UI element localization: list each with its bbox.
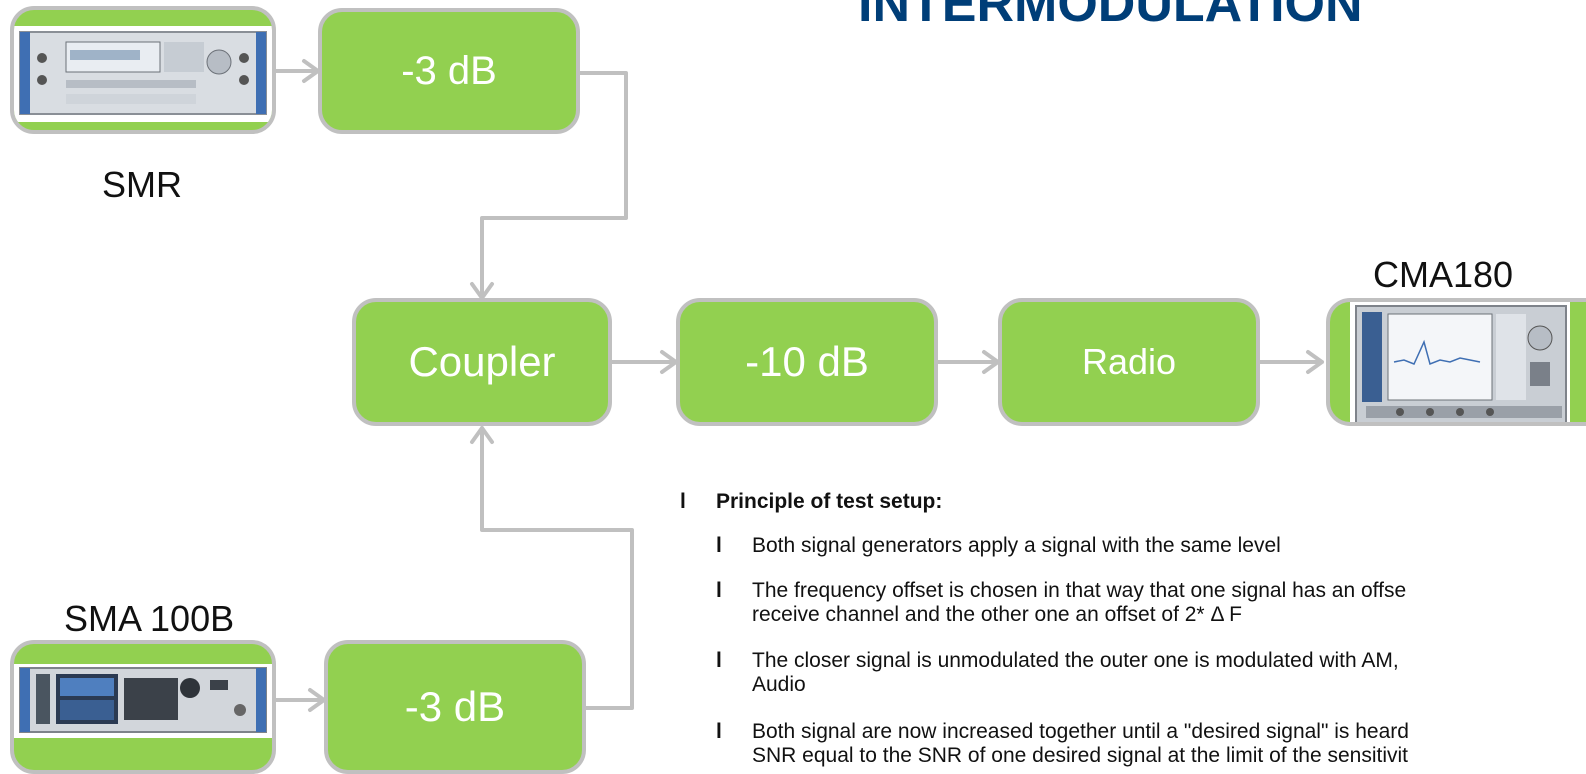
- coupler-label: Coupler: [408, 338, 556, 385]
- coupler-block: Coupler: [352, 298, 612, 426]
- bullet-item-text-continued: SNR equal to the SNR of one desired sign…: [752, 744, 1409, 767]
- bullet-item-text: Both signal are now increased together u…: [752, 720, 1409, 743]
- sma-instrument: [10, 640, 276, 774]
- arrow-smr-to-att-top: [274, 59, 320, 83]
- page-title: INTERMODULATION: [858, 0, 1363, 33]
- smr-label: SMR: [102, 164, 182, 205]
- radio-block: Radio: [998, 298, 1260, 426]
- sma-label: SMA 100B: [64, 598, 235, 639]
- bullet-item-text: The closer signal is unmodulated the out…: [752, 649, 1399, 672]
- bullet-heading-text: Principle of test setup:: [716, 490, 943, 513]
- attenuator-3db-top: -3 dB: [318, 8, 580, 134]
- attenuator-10db: -10 dB: [676, 298, 938, 426]
- bullet-item-text: The frequency offset is chosen in that w…: [752, 579, 1407, 602]
- bullet-marker-icon: l: [680, 490, 686, 513]
- bullet-marker-icon: l: [716, 649, 722, 672]
- bullet-marker-icon: l: [716, 534, 722, 557]
- cma180-instrument: [1326, 298, 1586, 426]
- cma-label: CMA180: [1373, 254, 1514, 295]
- arrow-att-bottom-to-coupler: [470, 426, 634, 710]
- arrow-coupler-to-att10: [608, 350, 678, 374]
- attenuator-3db-bottom: -3 dB: [324, 640, 586, 774]
- bullet-item-text-continued: receive channel and the other one an off…: [752, 603, 1242, 626]
- radio-tester-icon: [1350, 302, 1570, 422]
- bullet-item-text: Both signal generators apply a signal wi…: [752, 534, 1281, 557]
- attenuator-3db-top-label: -3 dB: [401, 48, 497, 93]
- attenuator-3db-bottom-label: -3 dB: [404, 683, 506, 730]
- arrow-radio-to-cma: [1256, 350, 1324, 374]
- radio-label: Radio: [1081, 341, 1177, 382]
- signal-generator-icon: [14, 664, 272, 738]
- bullet-item-text-continued: Audio: [752, 673, 806, 696]
- signal-generator-icon: [14, 26, 272, 122]
- smr-instrument: [10, 6, 276, 134]
- arrow-sma-to-att-bottom: [274, 688, 326, 712]
- attenuator-10db-label: -10 dB: [745, 338, 869, 385]
- bullet-marker-icon: l: [716, 579, 722, 602]
- bullet-marker-icon: l: [716, 720, 722, 743]
- arrow-att10-to-radio: [934, 350, 1000, 374]
